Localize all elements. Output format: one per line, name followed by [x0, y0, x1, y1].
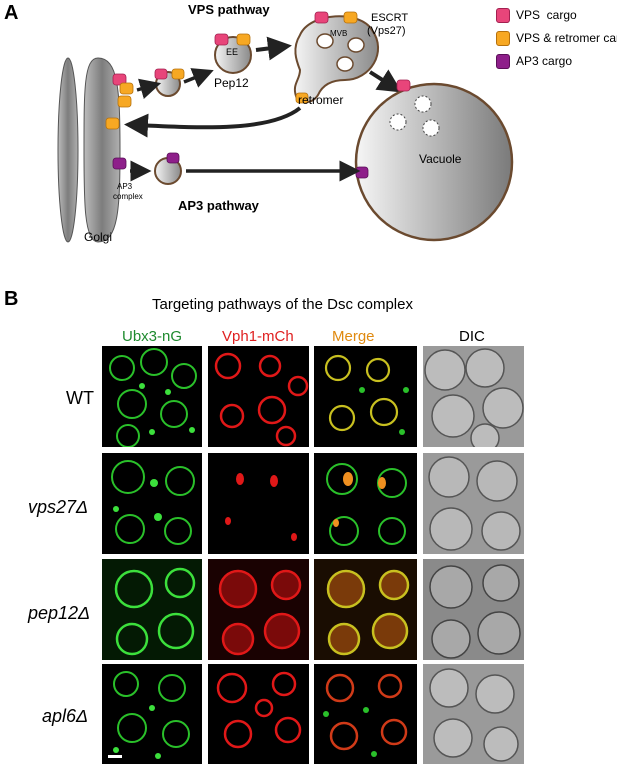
golgi-label: Golgi — [84, 230, 113, 244]
retromer-arrow — [124, 106, 302, 138]
legend-swatch-ap3 — [496, 54, 510, 69]
tile-apl6-dic — [423, 664, 524, 764]
mvb-label: MVB — [330, 29, 348, 38]
row-label-pep12: pep12Δ — [28, 603, 91, 623]
row-label-apl6: apl6Δ — [42, 706, 89, 726]
legend-label-vps: VPS cargo — [516, 8, 577, 22]
escrt-label-2: (Vps27) — [367, 25, 406, 37]
tile-wt-merge — [314, 346, 417, 447]
tile-vps27-ubx3 — [102, 453, 202, 554]
legend-swatch-retromer — [496, 31, 510, 46]
golgi-cisterna-right — [83, 57, 121, 243]
panel-a-letter: A — [4, 2, 19, 24]
ap3-complex-label-2: complex — [113, 192, 143, 201]
tile-vps27-merge — [314, 453, 417, 554]
tile-apl6-merge — [314, 664, 417, 764]
ee-label: EE — [226, 47, 239, 57]
legend: VPS cargo VPS & retromer cargo AP3 cargo — [490, 6, 617, 76]
pathway-diagram — [57, 11, 514, 243]
scale-bar — [108, 755, 122, 758]
row-label-wt: WT — [66, 388, 94, 408]
legend-swatch-vps — [496, 8, 510, 23]
column-header-merge: Merge — [332, 328, 375, 345]
legend-label-ap3: AP3 cargo — [516, 54, 573, 68]
panel-b-letter: B — [4, 288, 19, 310]
tile-pep12-vph1 — [208, 559, 309, 660]
column-header-dic: DIC — [459, 328, 485, 345]
golgi-cargo — [105, 73, 134, 170]
panel-b-title: Targeting pathways of the Dsc complex — [152, 296, 413, 313]
tile-vps27-dic — [423, 453, 524, 554]
tile-pep12-dic — [423, 559, 524, 660]
legend-label-retromer: VPS & retromer cargo — [516, 31, 617, 45]
ap3-pathway-label: AP3 pathway — [178, 198, 259, 213]
vps-pathway-label: VPS pathway — [188, 2, 270, 17]
tile-wt-vph1 — [208, 346, 309, 447]
escrt-label-1: ESCRT — [371, 12, 409, 24]
column-header-vph1: Vph1-mCh — [222, 328, 294, 345]
retromer-label: retromer — [298, 93, 344, 107]
ap3-complex-label-1: AP3 — [117, 182, 133, 191]
column-header-ubx3: Ubx3-nG — [122, 328, 183, 345]
early-endosome — [214, 36, 252, 74]
tile-vps27-vph1 — [208, 453, 309, 554]
tile-pep12-ubx3 — [102, 559, 202, 660]
tile-wt-ubx3 — [102, 346, 202, 447]
tile-pep12-merge — [314, 559, 417, 660]
vacuole-label: Vacuole — [419, 152, 462, 166]
tile-apl6-vph1 — [208, 664, 309, 764]
micrograph-grid — [102, 346, 524, 764]
tile-wt-dic — [423, 346, 524, 447]
row-label-vps27: vps27Δ — [28, 497, 89, 517]
golgi-cisterna-left — [57, 57, 79, 243]
pep12-label: Pep12 — [214, 76, 249, 90]
tile-apl6-ubx3 — [102, 664, 202, 764]
